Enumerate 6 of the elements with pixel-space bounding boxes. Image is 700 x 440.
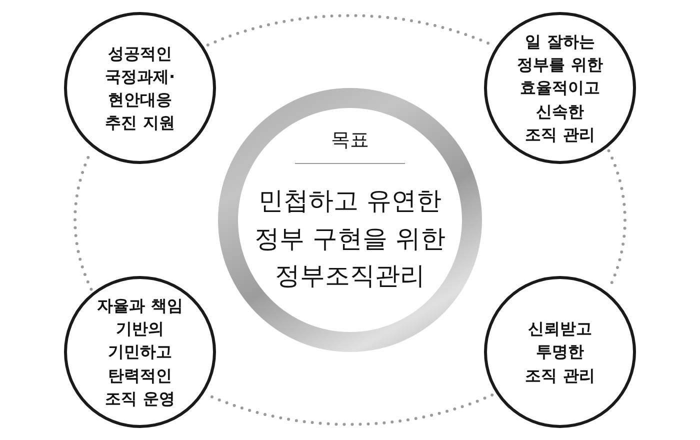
goal-heading: 목표 — [331, 129, 369, 152]
objective-text: 신뢰받고 투명한 조직 관리 — [524, 318, 596, 387]
objective-text: 일 잘하는 정부를 위한 효율적이고 신속한 조직 관리 — [516, 31, 604, 146]
objective-text: 성공적인 국정과제· 현안대응 추진 지원 — [104, 42, 176, 134]
goal-statement: 민첩하고 유연한 정부 구현을 위한 정부조직관리 — [254, 185, 446, 292]
objective-text: 자율과 책임 기반의 기민하고 탄력적인 조직 운영 — [96, 295, 184, 410]
